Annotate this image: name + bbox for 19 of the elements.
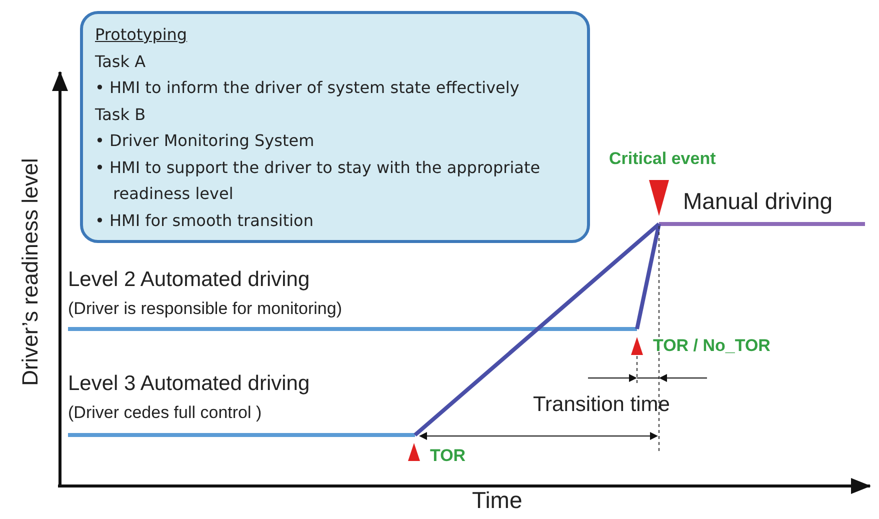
event-label: Critical event: [609, 149, 716, 169]
note-box: [80, 11, 590, 243]
event-label: TOR / No_TOR: [653, 336, 770, 356]
note-heading: Prototyping: [95, 24, 188, 46]
chart-label: Level 3 Automated driving: [68, 372, 310, 396]
chart-label: (Driver cedes full control ): [68, 403, 262, 423]
note-text: Task A: [95, 50, 147, 72]
axis-title: Driver’s readiness level: [17, 158, 43, 386]
note-text: Task B: [95, 104, 147, 126]
note-text: • HMI to inform the driver of system state effectively: [95, 77, 520, 99]
chart-label: (Driver is responsible for monitoring): [68, 299, 342, 319]
chart-label: Level 2 Automated driving: [68, 268, 310, 292]
chart-label: Transition time: [533, 393, 670, 418]
note-text: • Driver Monitoring System: [95, 130, 316, 152]
event-label: TOR: [430, 446, 466, 466]
axis-title: Time: [472, 487, 522, 514]
chart-label: Manual driving: [683, 188, 833, 214]
note-text: • HMI for smooth transition: [95, 210, 314, 232]
note-text: • HMI to support the driver to stay with the appropriate readiness level: [95, 156, 542, 205]
